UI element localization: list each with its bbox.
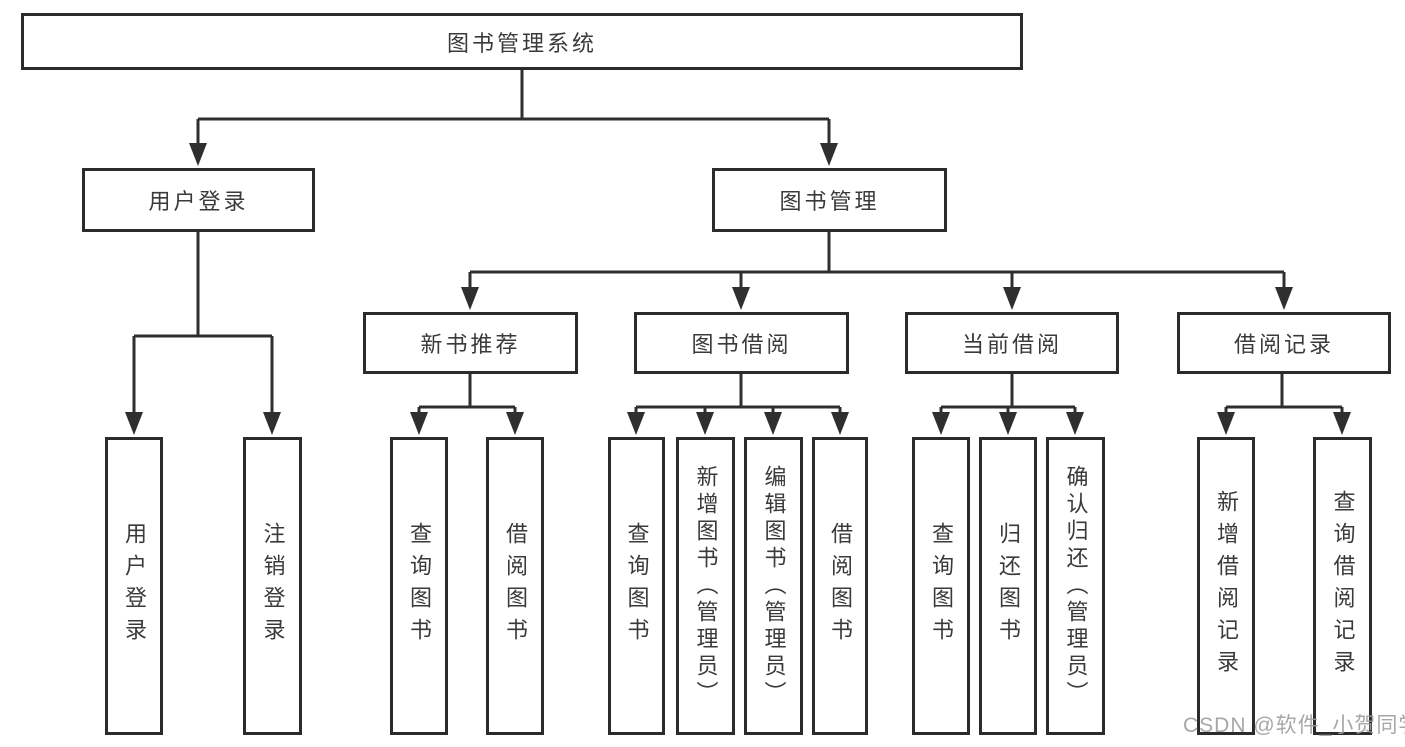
edge-new-book-children [417,374,517,415]
arrow-to-leaf-nbborrow [506,412,524,435]
arrow-to-leaf-cbreturn [999,412,1017,435]
arrow-to-leaf-logout [263,412,281,435]
leaf-query-books-borrowing-label: 查询图书 [624,522,650,650]
leaf-logout: 注销登录 [243,437,302,735]
leaf-add-books-admin: 新增图书（管理员） [676,437,735,735]
node-new-book-recommend-label: 新书推荐 [420,332,521,357]
edge-root-to-level2 [196,67,831,147]
arrow-to-rec-borrow [1275,287,1293,310]
edge-cur-borrow-children [939,374,1077,415]
arrow-to-user-login [189,143,207,166]
arrow-to-leaf-nbquery [410,412,428,435]
leaf-edit-books-admin: 编辑图书（管理员） [744,437,803,735]
node-user-login-label: 用户登录 [148,189,249,214]
node-borrow-records-label: 借阅记录 [1233,332,1334,357]
arrow-to-leaf-userlogin [125,412,143,435]
edge-book-mgmt-children [468,232,1286,291]
arrow-to-leaf-brquery [1333,412,1351,435]
leaf-borrow-books: 借阅图书 [812,437,868,735]
leaf-query-books-current: 查询图书 [912,437,970,735]
node-user-login: 用户登录 [82,168,315,232]
leaf-query-books-recommend: 查询图书 [390,437,448,735]
leaf-add-books-admin-label: 新增图书（管理员） [693,464,719,708]
arrow-to-leaf-bbquery [627,412,645,435]
leaf-query-books-current-label: 查询图书 [929,522,954,650]
leaf-confirm-return-admin-label: 确认归还（管理员） [1063,464,1089,708]
leaf-borrow-books-recommend-label: 借阅图书 [503,522,528,650]
arrow-to-leaf-bbborrow [831,412,849,435]
node-current-borrowing-label: 当前借阅 [961,332,1062,357]
arrow-to-leaf-cbconfirm [1066,412,1084,435]
csdn-watermark: CSDN @软件_小贺同学 [1183,714,1405,737]
leaf-user-login: 用户登录 [105,437,163,735]
leaf-logout-label: 注销登录 [260,522,286,650]
arrow-to-leaf-bradd [1217,412,1235,435]
leaf-user-login-label: 用户登录 [122,522,147,650]
node-book-management: 图书管理 [712,168,947,232]
leaf-return-books-label: 归还图书 [996,522,1021,650]
node-root: 图书管理系统 [21,13,1023,70]
leaf-query-books-borrowing: 查询图书 [608,437,665,735]
leaf-query-borrow-record-label: 查询借阅记录 [1330,490,1356,682]
node-borrow-records: 借阅记录 [1177,312,1391,374]
node-book-borrowing-label: 图书借阅 [691,332,792,357]
arrow-to-book-borrow [732,287,750,310]
leaf-add-borrow-record: 新增借阅记录 [1197,437,1255,735]
node-book-management-label: 图书管理 [779,189,880,214]
edge-book-borrow-children [634,374,842,415]
arrow-to-leaf-bbedit [764,412,782,435]
node-current-borrowing: 当前借阅 [905,312,1119,374]
leaf-query-borrow-record: 查询借阅记录 [1313,437,1372,735]
arrow-to-leaf-cbquery [932,412,950,435]
node-book-borrowing: 图书借阅 [634,312,849,374]
node-new-book-recommend: 新书推荐 [363,312,578,374]
leaf-add-borrow-record-label: 新增借阅记录 [1214,490,1239,682]
leaf-borrow-books-recommend: 借阅图书 [486,437,544,735]
leaf-query-books-recommend-label: 查询图书 [407,522,432,650]
leaf-return-books: 归还图书 [979,437,1037,735]
node-root-label: 图书管理系统 [446,30,597,56]
arrow-to-book-mgmt [820,143,838,166]
leaf-edit-books-admin-label: 编辑图书（管理员） [761,464,787,708]
edge-user-login-children [132,232,274,415]
leaf-confirm-return-admin: 确认归还（管理员） [1046,437,1105,735]
arrow-to-new-book [461,287,479,310]
edge-rec-borrow-children [1224,374,1344,415]
leaf-borrow-books-label: 借阅图书 [828,522,853,650]
arrow-to-leaf-bbadd [696,412,714,435]
arrow-to-cur-borrow [1003,287,1021,310]
